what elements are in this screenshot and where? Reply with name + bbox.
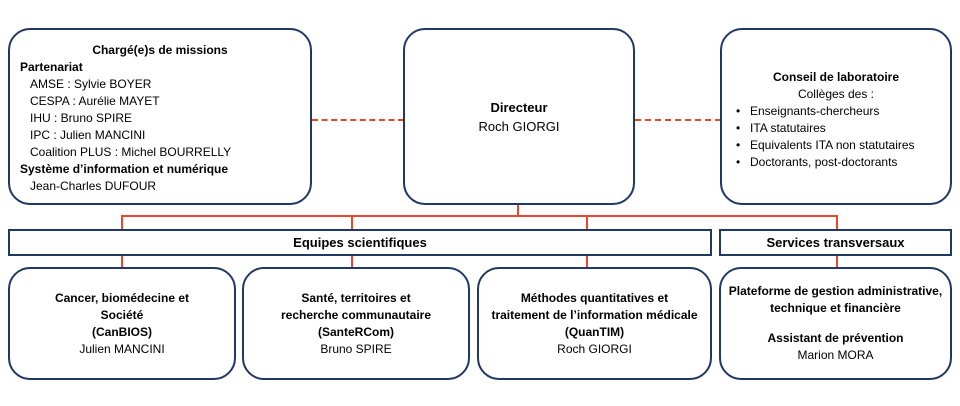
connector-director-down bbox=[517, 201, 519, 216]
connector-director-council bbox=[635, 119, 721, 121]
services-section-bar: Services transversaux bbox=[719, 229, 952, 256]
missions-box: Chargé(e)s de missions Partenariat AMSE … bbox=[8, 28, 312, 205]
team-name-line2: Société bbox=[100, 307, 144, 322]
team-lead: Julien MANCINI bbox=[79, 341, 165, 356]
council-item: Doctorants, post-doctorants bbox=[734, 154, 950, 171]
council-item: ITA statutaires bbox=[734, 120, 950, 137]
partner-item: AMSE : Sylvie BOYER bbox=[30, 77, 152, 91]
team-box-canbios: Cancer, biomédecine et Société (CanBIOS)… bbox=[8, 267, 236, 380]
partner-item: CESPA : Aurélie MAYET bbox=[30, 94, 160, 108]
team-name-line2: traitement de l’information médicale bbox=[491, 307, 698, 322]
council-title: Conseil de laboratoire bbox=[772, 70, 900, 84]
connector-horizontal bbox=[121, 215, 838, 217]
partnership-heading: Partenariat bbox=[20, 60, 83, 74]
team-acronym: (QuanTIM) bbox=[564, 324, 625, 339]
teams-section-label: Equipes scientifiques bbox=[293, 235, 427, 250]
team-name-line1: Cancer, biomédecine et bbox=[54, 290, 190, 305]
council-box: Conseil de laboratoire Collèges des : En… bbox=[720, 28, 952, 205]
team-lead: Roch GIORGI bbox=[557, 341, 632, 356]
partner-item: IHU : Bruno SPIRE bbox=[30, 111, 133, 125]
info-person: Jean-Charles DUFOUR bbox=[30, 179, 157, 193]
director-title: Directeur bbox=[490, 99, 548, 115]
assistant-title: Assistant de prévention bbox=[767, 331, 904, 345]
services-section-label: Services transversaux bbox=[766, 235, 905, 250]
platform-line2: technique et financière bbox=[770, 301, 901, 315]
info-heading: Système d’information et numérique bbox=[20, 162, 229, 176]
partner-item: Coalition PLUS : Michel BOURRELLY bbox=[30, 145, 232, 159]
council-item: Equivalents ITA non statutaires bbox=[734, 137, 950, 154]
team-name-line1: Méthodes quantitatives et bbox=[520, 290, 669, 305]
council-subtitle: Collèges des : bbox=[797, 87, 875, 101]
team-name-line1: Santé, territoires et bbox=[301, 290, 411, 305]
council-list: Enseignants-chercheurs ITA statutaires E… bbox=[734, 103, 950, 171]
director-name: Roch GIORGI bbox=[478, 118, 560, 134]
team-box-santercom: Santé, territoires et recherche communau… bbox=[242, 267, 470, 380]
director-box: Directeur Roch GIORGI bbox=[403, 28, 635, 205]
connector-missions-director bbox=[312, 119, 404, 121]
missions-title: Chargé(e)s de missions bbox=[92, 43, 228, 57]
team-acronym: (SanteRCom) bbox=[317, 324, 394, 339]
team-box-quantim: Méthodes quantitatives et traitement de … bbox=[477, 267, 712, 380]
team-acronym: (CanBIOS) bbox=[92, 324, 152, 339]
team-name-line2: recherche communautaire bbox=[280, 307, 432, 322]
partner-item: IPC : Julien MANCINI bbox=[30, 128, 146, 142]
services-box: Plateforme de gestion administrative, te… bbox=[719, 267, 952, 380]
teams-section-bar: Equipes scientifiques bbox=[8, 229, 712, 256]
assistant-name: Marion MORA bbox=[797, 348, 874, 362]
team-lead: Bruno SPIRE bbox=[320, 341, 392, 356]
platform-line1: Plateforme de gestion administrative, bbox=[728, 284, 943, 298]
council-item: Enseignants-chercheurs bbox=[734, 103, 950, 120]
partners-list: AMSE : Sylvie BOYER CESPA : Aurélie MAYE… bbox=[20, 76, 310, 161]
